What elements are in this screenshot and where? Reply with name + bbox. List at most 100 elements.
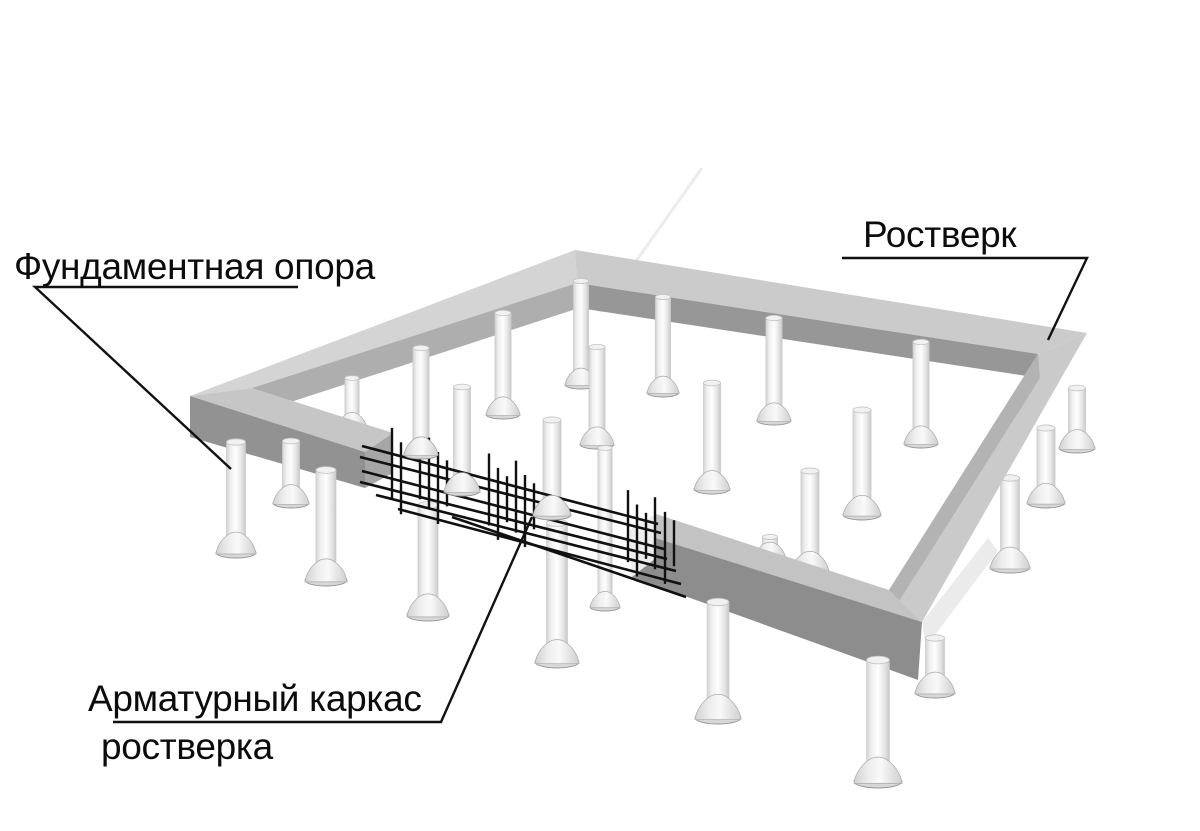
pile-shaft [1068,387,1086,437]
pile-top-cap [573,278,590,284]
pile-foot-bell [1058,429,1096,450]
pile-feet-over-rebar [403,436,572,521]
pile-foot-bell [914,671,956,695]
pile-foot-bell [853,756,903,784]
pile-shaft [1000,477,1020,555]
beam-front-left-outer-face [190,396,365,488]
pile-shaft [912,341,930,433]
pile-top-cap [765,314,783,322]
pile-group-outer-right [989,384,1096,574]
pile-foot-bell [406,593,450,618]
rebar-longitudinal-bar [361,444,659,526]
pile [989,474,1031,574]
pile-foot-bell [272,484,310,505]
pile-shaft [226,441,246,540]
pile-foot-bell [534,639,580,665]
pile-shaft [344,377,360,418]
pile-top-cap [912,338,930,346]
rebar-longitudinal-bar [359,480,668,561]
pile [215,438,257,559]
pile-top-cap [762,534,779,540]
pile-foot-bell [842,495,882,517]
pile [842,406,882,521]
pile-top-cap [226,438,246,446]
pile-shaft [494,312,512,404]
pile-foot-bell [579,426,615,446]
label-rebar-cage-line2: ростверка [101,726,274,767]
pile-foot-bell [589,590,621,609]
beam-right-inner-face [889,354,1040,614]
leader-line-grillage [842,256,1089,341]
pile [903,338,939,449]
rebar-longitudinal-bar [451,515,687,599]
pile-shaft [282,440,300,492]
pile-shaft [800,470,820,559]
pile [693,379,731,495]
pile-shaft [703,382,721,478]
pile-top-cap [412,344,430,352]
pile-foot-bell [304,558,348,583]
pile-top-cap [453,383,471,391]
pile-shaft [852,409,872,503]
pile-group-foreground [215,437,903,789]
pile-top-cap [542,416,562,424]
pile-shaft [315,469,337,567]
pile-top-cap [866,655,890,665]
pile-foot-bell [485,396,521,416]
pile [914,634,956,699]
pile-shaft [866,659,890,766]
pile [646,294,680,398]
label-rebar-cage-line1: Арматурный каркас [88,678,422,719]
pile-top-cap [597,445,613,451]
rebar-longitudinal-bar [361,469,665,551]
pile-shaft [542,419,562,503]
pile [485,309,521,420]
pile-foot-bell [989,546,1031,570]
pile-shaft [412,347,430,444]
pile-shaft [453,386,471,480]
annotations: Фундаментная опора Ростверк Арматурный к… [14,214,1089,767]
pile-top-cap [344,375,360,381]
pile-shaft [1036,427,1056,491]
pile-shaft [706,601,730,703]
rebar-longitudinal-bar [359,455,662,535]
pile [1058,384,1096,454]
pile [853,655,903,789]
beam-front-right-outer-face [630,530,922,680]
pile-top-cap [703,379,721,387]
label-grillage: Ростверк [863,214,1017,255]
pile-top-cap [315,466,337,474]
pile-foot-bell [1026,483,1066,505]
beam-back-right-top-face [575,250,1087,354]
pile-top-cap [494,309,512,317]
pile-foot-bell [215,531,257,555]
pile-shaft [588,346,606,434]
pile-top-cap [655,294,672,300]
pile-top-cap [1068,384,1086,392]
pile-foot-bell [443,472,481,493]
label-foundation-support: Фундаментная опора [14,246,376,287]
pile [534,519,580,669]
beam-back-left-top-face [190,250,577,396]
pile-shaft [655,296,671,382]
pile-foot-bell [646,375,680,394]
pile-foot-bell [403,436,439,456]
leader-line-foundation-support [31,285,298,470]
pile-top-cap [706,597,730,607]
pile [694,597,742,725]
pile-foot-bell [532,495,572,517]
pile-shaft [573,280,589,374]
pile-top-cap [800,467,820,475]
pile [1026,424,1066,509]
pile-shaft [597,447,613,597]
beam-front-right-top-face [630,514,922,622]
pile-foot-bell [693,470,731,491]
pile-foot-bell [694,694,742,720]
pile-top-cap [588,343,606,351]
pile-top-cap [925,634,945,642]
pile-top-cap [282,437,300,445]
pile [272,437,310,509]
pile [589,445,621,612]
